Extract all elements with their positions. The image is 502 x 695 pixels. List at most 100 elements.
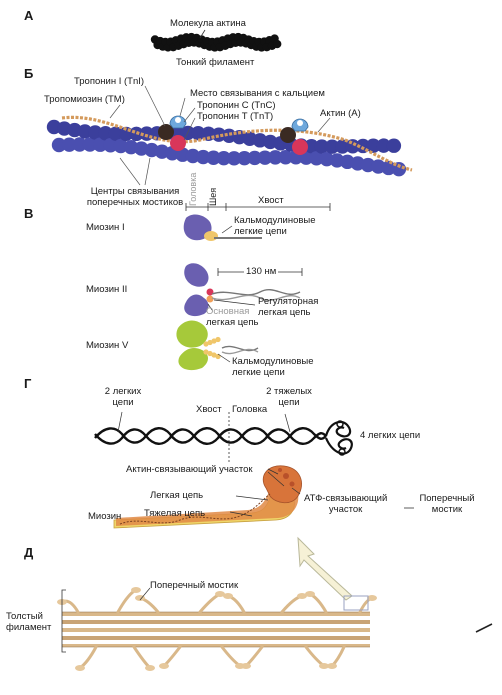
heavy-chain-label: Тяжелая цепь	[144, 508, 206, 519]
calmodulin-bead	[207, 350, 213, 357]
cross-bridge	[132, 645, 152, 670]
two-light-label: 2 легких цепи	[98, 386, 148, 408]
actin-subunit	[278, 150, 293, 165]
cross-bridge-head	[305, 591, 315, 597]
thick-filament-label: Толстый филамент	[6, 611, 51, 633]
calmodulin-bead	[203, 341, 209, 347]
actin-subunit	[103, 138, 118, 153]
cross-bridge	[198, 592, 222, 614]
segment-scale-bar	[185, 203, 331, 211]
head-label-g: Головка	[232, 404, 268, 415]
actin-subunit	[324, 139, 340, 154]
regulatory-line2: легкая цепь	[258, 307, 311, 318]
myosin-5-label: Миозин V	[86, 340, 129, 351]
crossbridge-g-label: Поперечный мостик	[414, 493, 480, 515]
thick-filament	[62, 611, 370, 648]
cross-bridge-head	[159, 663, 169, 669]
calmodulin-1-label: Кальмодулиновые легкие цепи	[234, 215, 316, 237]
panel-letter-b: Б	[24, 66, 34, 81]
zoom-arrow	[297, 536, 353, 601]
cross-bridge-head	[241, 663, 251, 669]
zoom-box	[343, 595, 369, 611]
myosin-2-label: Миозин II	[86, 284, 128, 295]
actin-subunit	[93, 137, 108, 152]
myosin-label-g: Миозин	[88, 511, 122, 522]
actin-subunit	[257, 150, 273, 165]
actin-subunit	[237, 150, 252, 166]
two-heavy-line1: 2 тяжелых	[266, 386, 312, 397]
tail-label-g: Хвост	[196, 404, 222, 415]
myosin-molecule	[113, 465, 414, 529]
actin-subunit	[88, 125, 103, 140]
thick-line2: филамент	[6, 622, 52, 633]
cross-bridge-head	[327, 663, 337, 669]
cross-bridge-head	[145, 665, 155, 671]
actin-subunit	[191, 125, 206, 141]
actin-subunit	[108, 126, 124, 141]
essential-chain-label: Основная легкая цепь	[206, 306, 258, 328]
actin-subunit	[98, 126, 113, 141]
calmodulin-bead	[211, 352, 217, 358]
actin-subunit	[216, 150, 231, 166]
atp-binding-line2: участок	[328, 504, 363, 515]
thin-filament-label: Тонкий филамент	[176, 57, 255, 68]
myosin-1-figure	[183, 214, 262, 241]
actin-subunit	[196, 149, 211, 165]
length-130-label: 130 нм	[244, 266, 279, 277]
calmodulin-5-line2: легкие цепи	[232, 367, 285, 378]
crossbridge-sites-label: Центры связывания поперечных мостиков	[70, 186, 200, 208]
essential-line2: легкая цепь	[206, 317, 259, 328]
calmodulin-5-line1: Кальмодулиновые	[232, 356, 314, 367]
crossbridge-g-line2: мостик	[431, 504, 463, 515]
four-light-label: 4 легких цепи	[360, 430, 421, 441]
two-heavy-line2: цепи	[278, 397, 300, 408]
actin-subunit	[335, 139, 350, 154]
cross-bridge-head	[75, 665, 85, 671]
thick-filament-bracket	[61, 589, 66, 653]
cross-bridge-head	[319, 663, 329, 669]
cross-bridge	[330, 645, 346, 668]
myosin-2-figure	[184, 263, 303, 317]
troponin-complex-1	[158, 115, 187, 151]
atp-binding-line1: АТФ-связывающий	[304, 493, 388, 504]
corner-tick	[475, 623, 493, 633]
two-light-line1: 2 легких	[104, 386, 142, 397]
neck-segment-label: Шея	[208, 187, 218, 206]
cross-bridge-head	[215, 591, 225, 597]
thick-line1: Толстый	[6, 611, 43, 622]
light-chain-label: Легкая цепь	[150, 490, 204, 501]
tropomyosin-label: Тропомиозин (TM)	[44, 94, 125, 105]
myosin-schematic-coil	[94, 411, 353, 462]
thin-filament-black	[150, 32, 282, 52]
calmodulin-5-label: Кальмодулиновые легкие цепи	[232, 356, 314, 378]
panel-letter-a: А	[24, 8, 34, 23]
actin-subunit	[247, 150, 262, 166]
tail-segment-label: Хвост	[258, 195, 284, 206]
actin-subunit	[72, 137, 87, 152]
calmodulin-1-line2: легкие цепи	[234, 226, 287, 237]
cross-bridge	[280, 594, 304, 614]
cross-bridge	[162, 645, 182, 668]
troponin-t-label: Тропонин T (TnT)	[197, 111, 274, 122]
cross-bridges	[57, 587, 377, 671]
crossbridge-sites-line1: Центры связывания	[90, 186, 180, 197]
panel-letter-d: Д	[24, 545, 34, 560]
calmodulin-bead	[207, 339, 213, 346]
actin-subunit	[386, 138, 402, 153]
calmodulin-bead	[215, 336, 221, 343]
actin-subunit	[226, 151, 242, 166]
crossbridge-pointer	[139, 587, 151, 601]
actin-molecule-label: Молекула актина	[170, 18, 246, 29]
crossbridge-sites-line2: поперечных мостиков	[86, 197, 184, 208]
troponin-i-label: Тропонин I (TnI)	[74, 76, 145, 87]
calmodulin-bead	[215, 353, 221, 360]
calmodulin-1-line1: Кальмодулиновые	[234, 215, 316, 226]
calcium-site-label: Место связывания с кальцием	[190, 88, 325, 99]
troponin-complex-2	[280, 118, 309, 155]
actin-binding-label: Актин-связывающий участок	[126, 464, 253, 475]
actin-filament	[46, 119, 407, 177]
actin-subunit	[268, 150, 283, 165]
actin-subunit	[309, 151, 324, 166]
myosin-5-figure	[176, 320, 259, 371]
